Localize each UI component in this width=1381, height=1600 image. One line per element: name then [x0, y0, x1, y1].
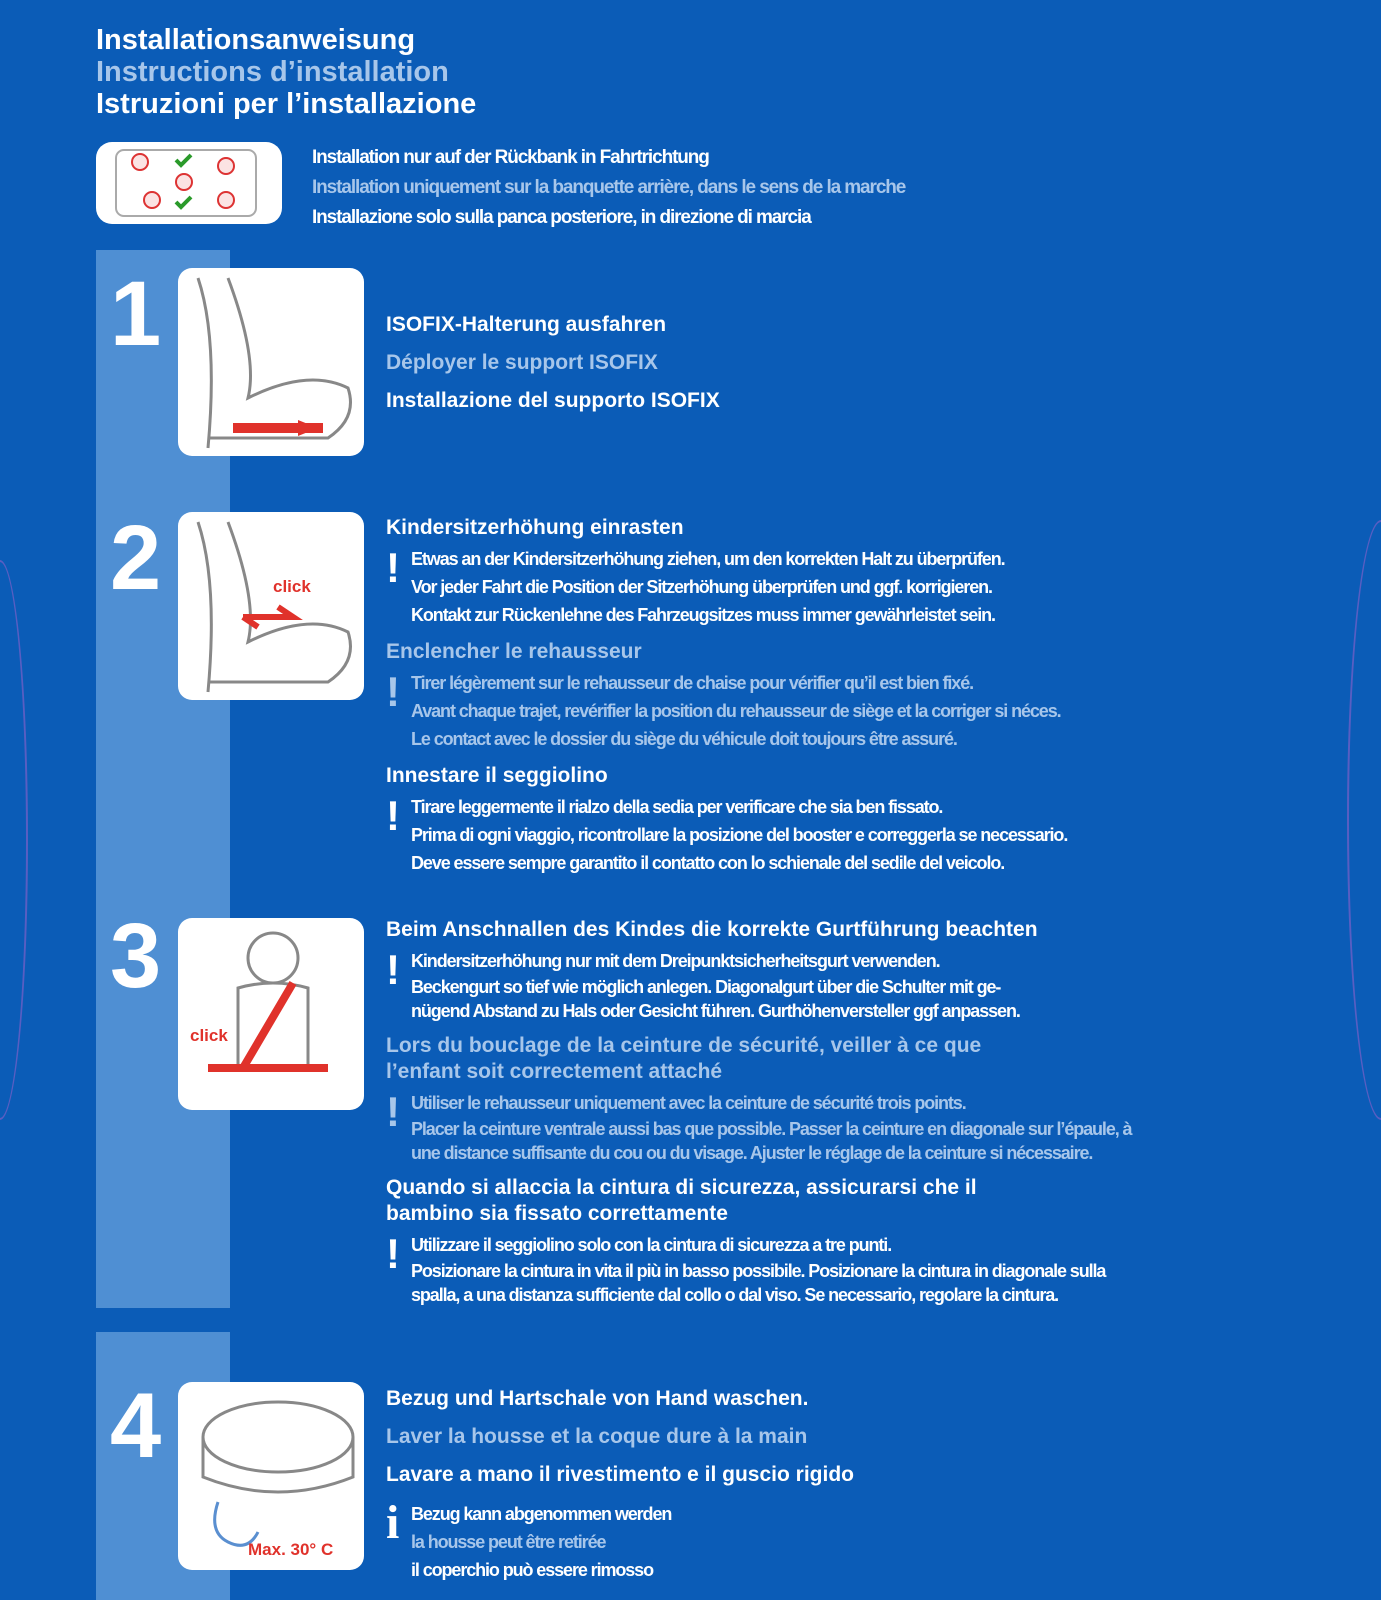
step2-heading-it: Innestare il seggiolino: [386, 764, 608, 787]
title-fr: Instructions d’installation: [96, 56, 449, 88]
warning-line: Beckengurt so tief wie möglich anlegen. …: [411, 977, 1001, 997]
warning-icon: !: [386, 668, 400, 715]
step1-text: ISOFIX-Halterung ausfahren Déployer le s…: [386, 306, 1346, 420]
step1-isofix-illustration: [178, 268, 364, 456]
warning-icon: !: [386, 544, 400, 591]
decorative-arc-left: [0, 560, 28, 1120]
step2-heading-de: Kindersitzerhöhung einrasten: [386, 516, 684, 539]
note-fr: Installation uniquement sur la banquette…: [312, 177, 906, 198]
info-line: la housse peut être retirée: [411, 1532, 606, 1552]
step3-heading-it: Quando si allaccia la cintura di sicurez…: [386, 1176, 977, 1225]
warning-line: Tirare leggermente il rialzo della sedia…: [411, 797, 943, 817]
click-label: click: [190, 1026, 228, 1045]
info-line: il coperchio può essere rimosso: [411, 1560, 654, 1580]
step-number: 2: [110, 507, 162, 609]
installation-note: Installation nur auf der Rückbank in Fah…: [312, 143, 906, 233]
warning-line: Le contact avec le dossier du siège du v…: [411, 729, 958, 749]
note-it: Installazione solo sulla panca posterior…: [312, 207, 812, 228]
info-icon: i: [386, 1496, 400, 1549]
step2-heading-fr: Enclencher le rehausseur: [386, 640, 642, 663]
note-de: Installation nur auf der Rückbank in Fah…: [312, 147, 710, 168]
warning-icon: !: [386, 946, 400, 993]
warning-line: nügend Abstand zu Hals oder Gesicht führ…: [411, 1001, 1021, 1021]
warning-line: Prima di ogni viaggio, ricontrollare la …: [411, 825, 1068, 845]
step3-heading-de: Beim Anschnallen des Kindes die korrekte…: [386, 918, 1038, 941]
warning-line: Vor jeder Fahrt die Position der Sitzerh…: [411, 577, 993, 597]
warning-line: Etwas an der Kindersitzerhöhung ziehen, …: [411, 549, 1006, 569]
step3-text: Beim Anschnallen des Kindes die korrekte…: [386, 917, 1346, 1317]
step4-wash-illustration: Max. 30° C: [178, 1382, 364, 1570]
step-number: 3: [110, 905, 162, 1007]
max-temperature-label: Max. 30° C: [248, 1540, 334, 1559]
warning-line: Placer la ceinture ventrale aussi bas qu…: [411, 1119, 1133, 1139]
step-number: 4: [110, 1375, 162, 1477]
warning-line: Kindersitzerhöhung nur mit dem Dreipunkt…: [411, 951, 941, 971]
title-it: Istruzioni per l’installazione: [96, 88, 477, 120]
decorative-arc-right: [1347, 520, 1381, 1120]
step4-text: Bezug und Hartschale von Hand waschen. L…: [386, 1380, 1346, 1594]
title-de: Installationsanweisung: [96, 24, 416, 56]
warning-line: spalla, a una distanza sufficiente dal c…: [411, 1285, 1059, 1305]
step4-heading-de: Bezug und Hartschale von Hand waschen.: [386, 1387, 809, 1410]
warning-line: Kontakt zur Rückenlehne des Fahrzeugsitz…: [411, 605, 996, 625]
step3-heading-fr: Lors du bouclage de la ceinture de sécur…: [386, 1034, 982, 1083]
warning-line: Utilizzare il seggiolino solo con la cin…: [411, 1235, 892, 1255]
warning-line: Tirer légèrement sur le rehausseur de ch…: [411, 673, 974, 693]
step-number: 1: [110, 263, 162, 365]
step4-heading-fr: Laver la housse et la coque dure à la ma…: [386, 1425, 808, 1448]
warning-line: Deve essere sempre garantito il contatto…: [411, 853, 1005, 873]
warning-line: Avant chaque trajet, revérifier la posit…: [411, 701, 1062, 721]
click-label: click: [273, 577, 311, 596]
step1-heading-de: ISOFIX-Halterung ausfahren: [386, 313, 667, 336]
warning-icon: !: [386, 1230, 400, 1277]
warning-line: Posizionare la cintura in vita il più in…: [411, 1261, 1106, 1281]
warning-icon: !: [386, 1088, 400, 1135]
step1-heading-fr: Déployer le support ISOFIX: [386, 351, 658, 374]
info-line: Bezug kann abgenommen werden: [411, 1504, 672, 1524]
warning-line: une distance suffisante du cou ou du vis…: [411, 1143, 1093, 1163]
step3-belt-illustration: click: [178, 918, 364, 1110]
step4-heading-it: Lavare a mano il rivestimento e il gusci…: [386, 1463, 854, 1486]
warning-icon: !: [386, 792, 400, 839]
page-titles: Installationsanweisung Instructions d’in…: [96, 24, 476, 120]
step2-text: Kindersitzerhöhung einrasten ! Etwas an …: [386, 515, 1346, 887]
step1-heading-it: Installazione del supporto ISOFIX: [386, 389, 720, 412]
car-seat-position-diagram: [96, 142, 282, 224]
step2-click-illustration: click: [178, 512, 364, 700]
warning-line: Utiliser le rehausseur uniquement avec l…: [411, 1093, 967, 1113]
